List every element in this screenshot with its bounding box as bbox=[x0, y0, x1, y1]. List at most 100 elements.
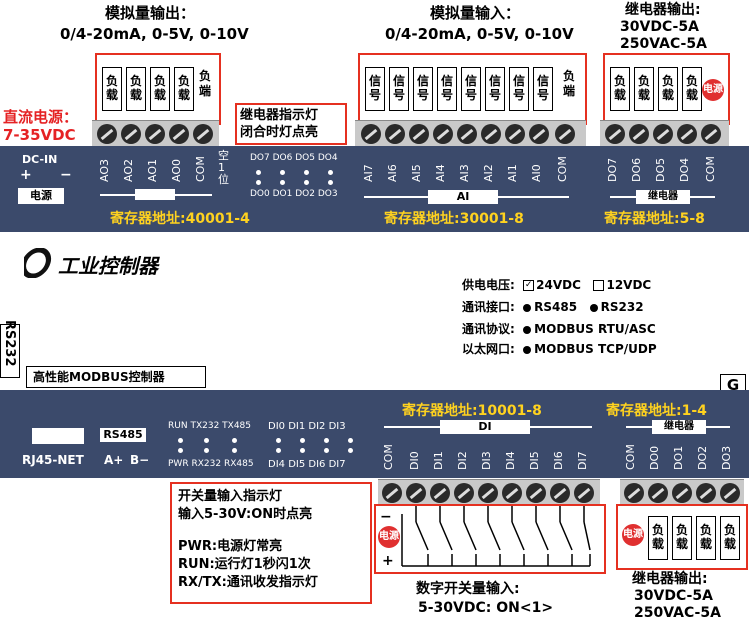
terminal-screw bbox=[481, 124, 501, 144]
terminal-screw bbox=[505, 124, 525, 144]
led-indicator bbox=[300, 448, 305, 453]
comm-if-label: 通讯接口: bbox=[462, 300, 515, 314]
terminal-screw bbox=[169, 124, 189, 144]
terminal-screw bbox=[624, 483, 644, 503]
do-led-label: DO0 bbox=[250, 189, 270, 199]
ao-load-3: 负载 bbox=[174, 67, 194, 111]
terminal-screw bbox=[433, 124, 453, 144]
model-box: 高性能MODBUS控制器 bbox=[26, 366, 206, 388]
reg-relay-upper: 寄存器地址:5-8 bbox=[604, 211, 705, 227]
di6-label: DI6 bbox=[552, 451, 565, 470]
terminal-screw bbox=[605, 124, 625, 144]
do-led-label: DO6 bbox=[272, 153, 293, 163]
relay-bottom-load-0: 负载 bbox=[648, 516, 668, 560]
di-led-label: DI7 bbox=[328, 459, 346, 470]
radio-filled-icon bbox=[523, 303, 532, 312]
checkbox-checked-icon: ✓ bbox=[523, 280, 535, 291]
ai-signal-2: 信号 bbox=[413, 67, 433, 111]
terminal-screw bbox=[406, 483, 426, 503]
terminal-screw bbox=[409, 124, 429, 144]
a-plus-label: A+ bbox=[104, 453, 124, 467]
di4-label: DI4 bbox=[504, 451, 517, 470]
ai-com-label: COM bbox=[556, 156, 569, 182]
relay-bottom-load-2: 负载 bbox=[696, 516, 716, 560]
led-indicator bbox=[178, 448, 183, 453]
led-indicator bbox=[232, 448, 237, 453]
supply-opt2: 12VDC bbox=[606, 278, 652, 292]
ai-title: 模拟量输入： bbox=[430, 4, 521, 22]
terminal-screw bbox=[457, 124, 477, 144]
dc-plus: + bbox=[20, 167, 32, 183]
comm-if-opt1: RS485 bbox=[534, 300, 578, 314]
ai-signal-0: 信号 bbox=[365, 67, 385, 111]
run-note: RUN:运行灯1秒闪1次 bbox=[178, 557, 311, 572]
terminal-screw bbox=[430, 483, 450, 503]
do-led-label: DO1 bbox=[272, 189, 293, 199]
rxtx-note: RX/TX:通讯收发指示灯 bbox=[178, 575, 318, 590]
terminal-screw bbox=[574, 483, 594, 503]
led-indicator bbox=[204, 438, 209, 443]
terminal-screw bbox=[382, 483, 402, 503]
relay-lower-com-label: COM bbox=[624, 444, 637, 470]
terminal-screw bbox=[701, 124, 721, 144]
relay-do3-label: DO3 bbox=[720, 445, 733, 470]
relay-com-label: COM bbox=[704, 156, 717, 182]
comm-interface-row: 通讯接口: RS485 RS232 bbox=[462, 298, 644, 315]
do-led-label: DO2 bbox=[295, 189, 315, 199]
relay-do6-label: DO6 bbox=[630, 157, 643, 182]
rs232-port bbox=[0, 324, 20, 378]
di-com-label: COM bbox=[382, 444, 395, 470]
status-led-labels-top: RUN TX232 TX485 bbox=[168, 422, 251, 431]
di-box: DI bbox=[440, 420, 530, 434]
rj45-port bbox=[32, 428, 84, 444]
ao0-label: AO0 bbox=[170, 159, 183, 182]
indicator-notes-box: 开关量输入指示灯 输入5-30V:ON时点亮 PWR:电源灯常亮 RUN:运行灯… bbox=[170, 482, 372, 604]
led-indicator bbox=[204, 448, 209, 453]
di2-label: DI2 bbox=[456, 451, 469, 470]
di-led-label: DI2 bbox=[308, 421, 326, 432]
terminal-screw bbox=[385, 124, 405, 144]
di-led-labels-top: DI0 DI1 DI2 DI3 bbox=[268, 422, 346, 432]
relay-title-top: 继电器输出: bbox=[625, 2, 701, 18]
di-indicator-line1: 开关量输入指示灯 bbox=[178, 489, 283, 504]
status-led-label: TX485 bbox=[222, 421, 252, 431]
reg-relay-lower: 寄存器地址:1-4 bbox=[606, 403, 707, 419]
di-led-label: DI3 bbox=[328, 421, 346, 432]
protocol-row: 通讯协议: MODBUS RTU/ASC bbox=[462, 320, 656, 337]
power-range: 7-35VDC bbox=[3, 126, 76, 144]
do-led-label: DO4 bbox=[317, 153, 338, 163]
checkbox-icon bbox=[593, 280, 605, 291]
relay-ind-line1: 继电器指示灯 bbox=[240, 108, 319, 123]
supply-row: 供电电压: ✓24VDC 12VDC bbox=[462, 276, 651, 293]
relay-box-lower: 继电器 bbox=[652, 420, 706, 434]
terminal-screw bbox=[529, 124, 549, 144]
power-title: 直流电源： bbox=[3, 108, 79, 126]
ethernet-row: 以太网口: MODBUS TCP/UDP bbox=[462, 340, 657, 357]
led-indicator bbox=[348, 438, 353, 443]
di-input-range: 5-30VDC: ON<1> bbox=[418, 600, 554, 616]
terminal-screw bbox=[677, 124, 697, 144]
led-indicator bbox=[324, 448, 329, 453]
relay-ind-line2: 闭合时灯点亮 bbox=[240, 125, 319, 140]
status-led-label: RX232 bbox=[191, 459, 222, 469]
relay-bottom-terminal-rail bbox=[620, 479, 744, 507]
relay-do7-label: DO7 bbox=[606, 157, 619, 182]
relay-do4-label: DO4 bbox=[678, 157, 691, 182]
terminal-screw bbox=[526, 483, 546, 503]
radio-filled-icon bbox=[589, 303, 598, 312]
relay-ac-top: 250VAC-5A bbox=[620, 36, 707, 52]
status-led-label: RX485 bbox=[223, 459, 254, 469]
rs232-label: RS232 bbox=[2, 320, 17, 367]
ai-terminal-rail bbox=[355, 120, 586, 148]
ai3-label: AI3 bbox=[458, 164, 471, 182]
led-indicator bbox=[324, 438, 329, 443]
relay-top-load-0: 负载 bbox=[610, 67, 630, 111]
relay-title-bottom: 继电器输出: bbox=[632, 571, 708, 587]
terminal-screw bbox=[555, 124, 575, 144]
b-minus-label: B− bbox=[130, 453, 150, 467]
ai-signal-4: 信号 bbox=[461, 67, 481, 111]
relay-bottom-load-3: 负载 bbox=[720, 516, 740, 560]
terminal-screw bbox=[696, 483, 716, 503]
relay-bottom-power-badge: 电源 bbox=[622, 524, 644, 546]
ao-load-2: 负载 bbox=[150, 67, 170, 111]
